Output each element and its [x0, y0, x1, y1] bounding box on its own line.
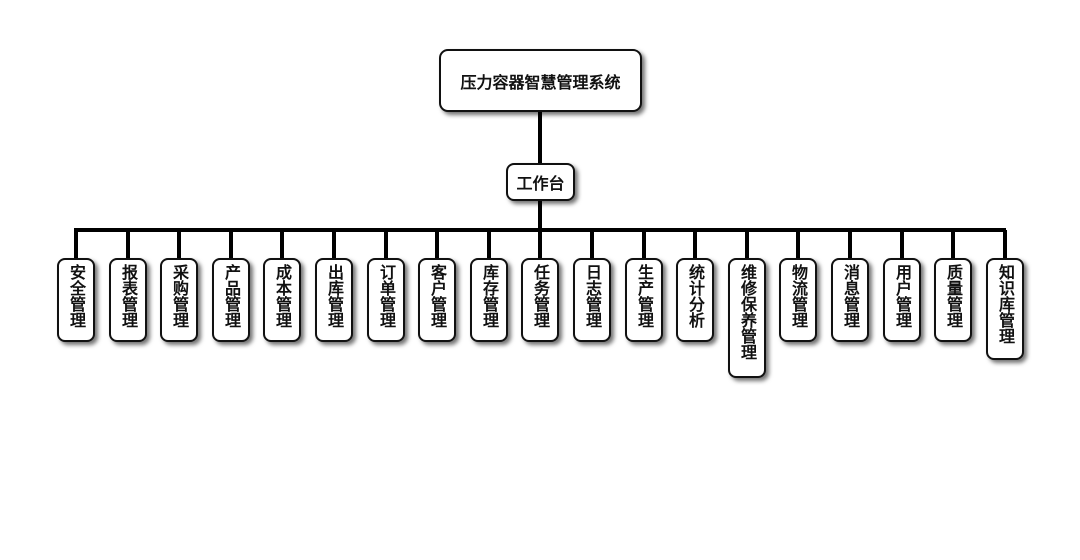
- branch-drop: [487, 230, 491, 260]
- module-label: 维修保养管理: [738, 264, 757, 360]
- branch-drop: [642, 230, 646, 260]
- module-label: 用户管理: [893, 264, 912, 328]
- module-label: 任务管理: [531, 264, 550, 328]
- module-node-user[interactable]: 用户管理: [883, 258, 921, 342]
- module-node-outbound[interactable]: 出库管理: [315, 258, 353, 342]
- module-node-cost[interactable]: 成本管理: [263, 258, 301, 342]
- module-label: 订单管理: [377, 264, 396, 328]
- module-label: 客户管理: [428, 264, 447, 328]
- branch-drop: [384, 230, 388, 260]
- workbench-node[interactable]: 工作台: [506, 163, 575, 201]
- module-node-production[interactable]: 生产管理: [625, 258, 663, 342]
- module-node-knowledge[interactable]: 知识库管理: [986, 258, 1024, 360]
- module-node-report[interactable]: 报表管理: [109, 258, 147, 342]
- branch-drop: [177, 230, 181, 260]
- branch-drop: [74, 230, 78, 260]
- module-label: 报表管理: [119, 264, 138, 328]
- module-node-log[interactable]: 日志管理: [573, 258, 611, 342]
- module-node-customer[interactable]: 客户管理: [418, 258, 456, 342]
- module-label: 采购管理: [170, 264, 189, 328]
- hub-connector: [538, 201, 542, 230]
- module-node-task[interactable]: 任务管理: [521, 258, 559, 342]
- branch-drop: [796, 230, 800, 260]
- branch-drop: [280, 230, 284, 260]
- module-node-message[interactable]: 消息管理: [831, 258, 869, 342]
- module-label: 库存管理: [480, 264, 499, 328]
- module-label: 消息管理: [841, 264, 860, 328]
- branch-drop: [745, 230, 749, 260]
- root-node[interactable]: 压力容器智慧管理系统: [439, 49, 642, 112]
- branch-drop: [538, 230, 542, 260]
- branch-drop: [126, 230, 130, 260]
- module-node-quality[interactable]: 质量管理: [934, 258, 972, 342]
- branch-drop: [590, 230, 594, 260]
- branch-drop: [693, 230, 697, 260]
- module-label: 产品管理: [222, 264, 241, 328]
- module-node-logistics[interactable]: 物流管理: [779, 258, 817, 342]
- branch-drop: [332, 230, 336, 260]
- module-label: 物流管理: [789, 264, 808, 328]
- module-label: 统计分析: [686, 264, 705, 328]
- module-node-maintenance[interactable]: 维修保养管理: [728, 258, 766, 378]
- module-label: 日志管理: [583, 264, 602, 328]
- module-node-purchase[interactable]: 采购管理: [160, 258, 198, 342]
- module-node-safety[interactable]: 安全管理: [57, 258, 95, 342]
- module-node-order[interactable]: 订单管理: [367, 258, 405, 342]
- workbench-label: 工作台: [516, 174, 565, 193]
- branch-drop: [951, 230, 955, 260]
- module-node-product[interactable]: 产品管理: [212, 258, 250, 342]
- branch-drop: [1003, 230, 1007, 260]
- root-connector: [538, 112, 542, 164]
- module-label: 安全管理: [67, 264, 86, 328]
- module-label: 知识库管理: [996, 264, 1015, 344]
- branch-drop: [229, 230, 233, 260]
- branch-drop: [848, 230, 852, 260]
- module-label: 生产管理: [635, 264, 654, 328]
- module-node-inventory[interactable]: 库存管理: [470, 258, 508, 342]
- module-label: 质量管理: [944, 264, 963, 328]
- module-label: 出库管理: [325, 264, 344, 328]
- module-label: 成本管理: [273, 264, 292, 328]
- root-label: 压力容器智慧管理系统: [460, 72, 621, 92]
- branch-drop: [900, 230, 904, 260]
- branch-drop: [435, 230, 439, 260]
- module-node-statistics[interactable]: 统计分析: [676, 258, 714, 342]
